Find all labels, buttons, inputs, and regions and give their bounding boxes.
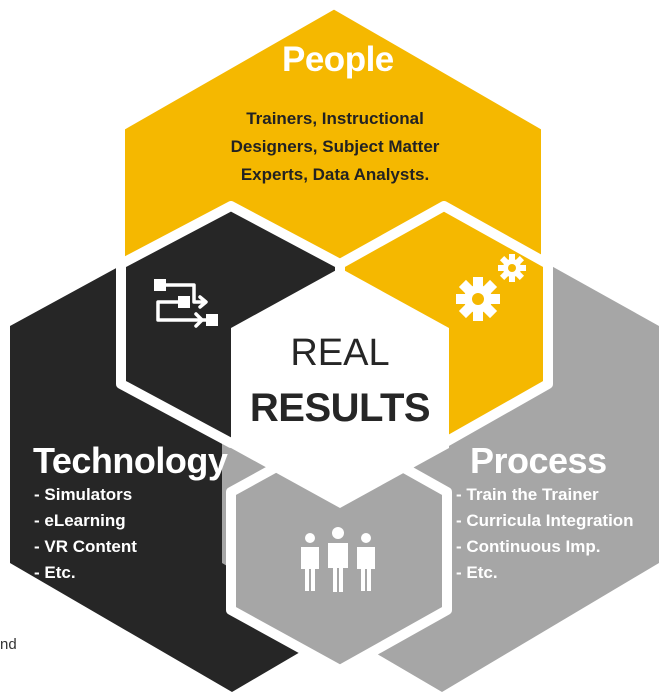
technology-title: Technology [33,440,228,481]
text-fragment: nd [0,636,17,653]
process-title: Process [470,440,607,481]
center-label-results: RESULTS [249,386,431,430]
technology-list: - Simulators - eLearning - VR Content - … [34,482,137,586]
people-description-line: Experts, Data Analysts. [240,165,430,184]
people-group-icon [301,527,375,592]
people-title: People [282,40,394,79]
process-item: - Etc. [456,563,498,582]
technology-item: - Etc. [34,563,76,582]
workflow-icon [154,279,218,328]
process-list: - Train the Trainer - Curricula Integrat… [456,482,659,586]
gears-icon [456,254,526,321]
people-description-line: Trainers, Instructional [246,109,424,128]
people-description-line: Designers, Subject Matter [230,137,440,156]
technology-item: - VR Content [34,537,137,556]
people-description: Trainers, Instructional Designers, Subje… [200,105,470,189]
technology-item: - Simulators [34,485,133,504]
process-item: - Curricula Integration [456,511,634,530]
center-hexagon [231,268,449,508]
process-item: - Train the Trainer [456,485,599,504]
process-item: - Continuous Imp. [456,537,601,556]
technology-item: - eLearning [34,511,126,530]
center-label-real: REAL [290,332,390,374]
